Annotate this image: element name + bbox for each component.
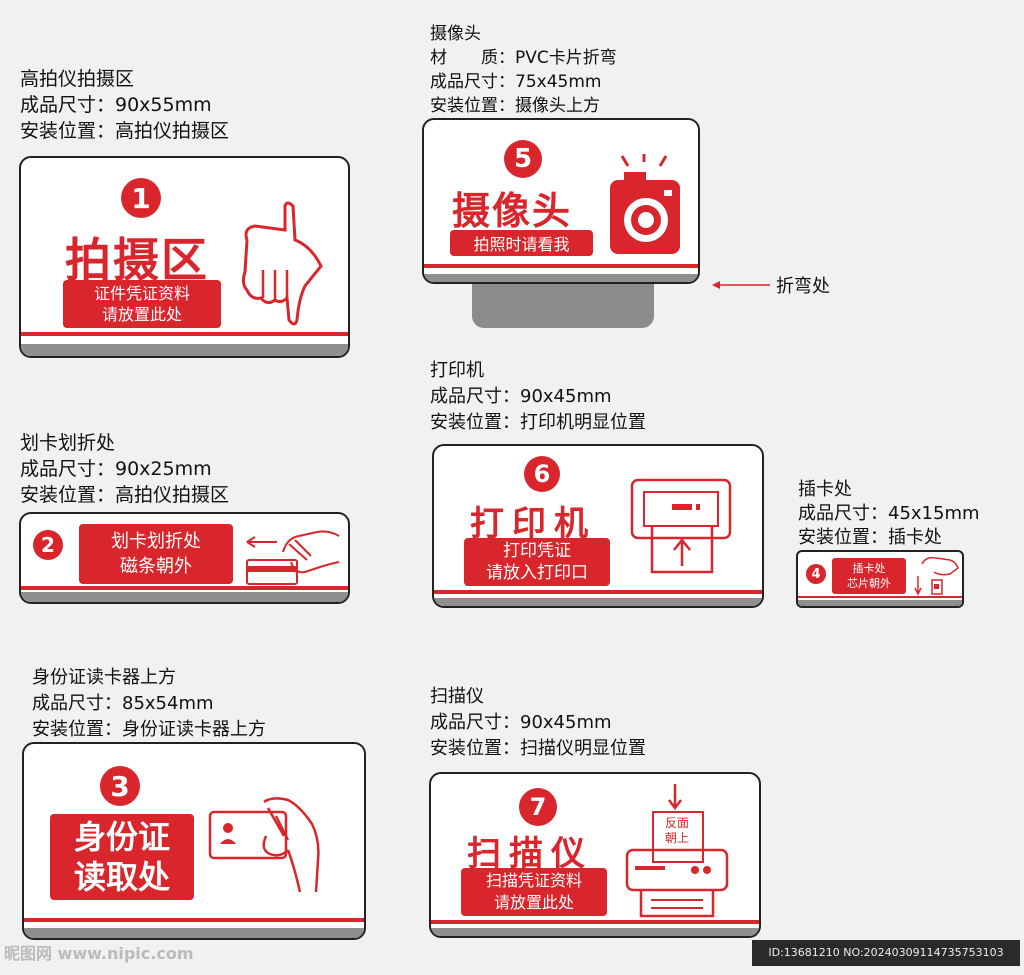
- sign-4-location: 安装位置：插卡处: [798, 527, 942, 548]
- sign-1-stripe: [21, 332, 348, 336]
- fold-arrow-icon: [712, 281, 770, 289]
- sign-6-name: 打印机: [430, 360, 484, 381]
- sign-3-info: 身份证读卡器上方 成品尺寸：85x54mm 安装位置：身份证读卡器上方: [32, 665, 266, 743]
- sign-2-note-line-2: 磁条朝外: [120, 556, 192, 577]
- hand-pointing-down-icon: [241, 201, 323, 326]
- sign-5-base: [424, 274, 698, 282]
- hand-id-card-icon: [208, 797, 320, 893]
- sign-1-name: 高拍仪拍摄区: [20, 68, 135, 90]
- scanner-paper-label: 反面 朝上: [655, 816, 699, 846]
- sign-1-card: 1 拍摄区 证件凭证资料 请放置此处: [19, 156, 350, 358]
- sign-1-location: 安装位置：高拍仪拍摄区: [20, 120, 230, 142]
- hand-swipe-card-icon: [246, 530, 340, 585]
- sign-4-note-line-1: 插卡处: [852, 562, 886, 575]
- sign-7-size: 成品尺寸：90x45mm: [430, 712, 612, 733]
- scanner-paper-label-line-2: 朝上: [664, 831, 689, 845]
- sign-5-name: 摄像头: [430, 24, 481, 44]
- sign-6-number-badge: 6: [524, 456, 560, 492]
- sign-2-note-line-1: 划卡划折处: [111, 531, 201, 552]
- sign-7-location: 安装位置：扫描仪明显位置: [430, 738, 646, 759]
- sign-2-note: 划卡划折处 磁条朝外: [79, 524, 233, 584]
- sign-1-note-line-1: 证件凭证资料: [93, 284, 190, 303]
- sign-3-stripe: [24, 918, 364, 922]
- hand-insert-card-icon: [914, 556, 959, 596]
- sign-2-location: 安装位置：高拍仪拍摄区: [20, 484, 230, 506]
- sign-6-info: 打印机 成品尺寸：90x45mm 安装位置：打印机明显位置: [430, 358, 646, 436]
- sign-4-number-badge: 4: [806, 564, 826, 584]
- sign-4-note-line-2: 芯片朝外: [847, 577, 891, 590]
- sign-1-number-badge: 1: [121, 178, 161, 218]
- sign-1-info: 高拍仪拍摄区 成品尺寸：90x55mm 安装位置：高拍仪拍摄区: [20, 66, 229, 144]
- sign-4-info: 插卡处 成品尺寸：45x15mm 安装位置：插卡处: [798, 478, 980, 550]
- sign-1-note: 证件凭证资料 请放置此处: [63, 280, 221, 328]
- sign-4-size: 成品尺寸：45x15mm: [798, 503, 980, 524]
- camera-icon: [610, 154, 680, 254]
- sign-5-note: 拍照时请看我: [450, 230, 593, 256]
- sign-6-base: [434, 598, 762, 606]
- sign-6-note-line-1: 打印凭证: [503, 541, 571, 561]
- sign-7-note: 扫描凭证资料 请放置此处: [461, 868, 607, 916]
- sign-4-stripe: [798, 596, 962, 598]
- sign-4-base: [798, 600, 962, 606]
- sign-2-card: 2 划卡划折处 磁条朝外: [19, 512, 350, 604]
- sign-5-fold-tab: [472, 282, 654, 328]
- sign-5-size: 成品尺寸：75x45mm: [430, 72, 602, 92]
- sign-6-size: 成品尺寸：90x45mm: [430, 386, 612, 407]
- sign-4-name: 插卡处: [798, 479, 852, 500]
- sign-5-card: 5 摄像头 拍照时请看我: [422, 118, 700, 284]
- sign-1-base: [21, 344, 348, 356]
- sign-2-size: 成品尺寸：90x25mm: [20, 458, 212, 480]
- sign-4-note: 插卡处 芯片朝外: [832, 558, 906, 594]
- sign-3-number-badge: 3: [100, 766, 140, 806]
- sign-7-card: 7 扫描仪 扫描凭证资料 请放置此处 反面 朝上: [429, 772, 761, 938]
- sign-3-title-line-2: 读取处: [73, 858, 170, 896]
- sign-5-title: 摄像头: [452, 189, 573, 233]
- sign-3-card: 3 身份证 读取处: [22, 742, 366, 940]
- sign-7-base: [431, 928, 759, 936]
- sign-3-size: 成品尺寸：85x54mm: [32, 693, 214, 714]
- sign-3-title: 身份证 读取处: [50, 814, 194, 900]
- sign-4-card: 4 插卡处 芯片朝外: [796, 550, 964, 608]
- sign-1-size: 成品尺寸：90x55mm: [20, 94, 212, 116]
- sign-2-base: [21, 592, 348, 602]
- sign-2-name: 划卡划折处: [20, 432, 116, 454]
- sign-3-base: [24, 928, 364, 938]
- printer-icon: [630, 478, 732, 574]
- sign-7-name: 扫描仪: [430, 686, 484, 707]
- sign-7-note-line-2: 请放置此处: [493, 893, 574, 912]
- scanner-icon: [625, 784, 729, 918]
- sign-6-location: 安装位置：打印机明显位置: [430, 412, 646, 433]
- sign-5-material: 材 质：PVC卡片折弯: [430, 48, 617, 68]
- sign-1-title: 拍摄区: [65, 233, 209, 287]
- sign-6-note-line-2: 请放入打印口: [486, 563, 588, 583]
- sign-7-number-badge: 7: [519, 788, 557, 826]
- sign-7-title: 扫描仪: [467, 834, 593, 874]
- sign-7-note-line-1: 扫描凭证资料: [485, 871, 582, 890]
- watermark-left: 昵图网 www.nipic.com: [4, 944, 194, 963]
- sign-7-stripe: [431, 920, 759, 924]
- sign-3-name: 身份证读卡器上方: [32, 667, 176, 688]
- sign-5-number-badge: 5: [504, 140, 542, 178]
- sign-5-location: 安装位置：摄像头上方: [430, 96, 600, 116]
- sign-6-card: 6 打印机 打印凭证 请放入打印口: [432, 444, 764, 608]
- sign-6-note: 打印凭证 请放入打印口: [464, 538, 610, 586]
- watermark-right: ID:13681210 NO:20240309114735753103: [752, 940, 1020, 966]
- sign-5-stripe: [424, 264, 698, 268]
- sign-7-info: 扫描仪 成品尺寸：90x45mm 安装位置：扫描仪明显位置: [430, 684, 646, 762]
- sign-2-number-badge: 2: [33, 530, 63, 560]
- scanner-paper-label-line-1: 反面: [664, 816, 689, 830]
- sign-6-stripe: [434, 590, 762, 594]
- sign-5-note-line-1: 拍照时请看我: [473, 235, 570, 254]
- sign-6-title: 打印机: [470, 504, 596, 544]
- sign-1-note-line-2: 请放置此处: [101, 305, 182, 324]
- sign-2-info: 划卡划折处 成品尺寸：90x25mm 安装位置：高拍仪拍摄区: [20, 430, 229, 508]
- sign-2-stripe: [21, 586, 348, 590]
- sign-5-info: 摄像头 材 质：PVC卡片折弯 成品尺寸：75x45mm 安装位置：摄像头上方: [430, 22, 617, 118]
- fold-label: 折弯处: [776, 276, 830, 297]
- sign-3-title-line-1: 身份证: [73, 818, 170, 856]
- sign-3-location: 安装位置：身份证读卡器上方: [32, 719, 266, 740]
